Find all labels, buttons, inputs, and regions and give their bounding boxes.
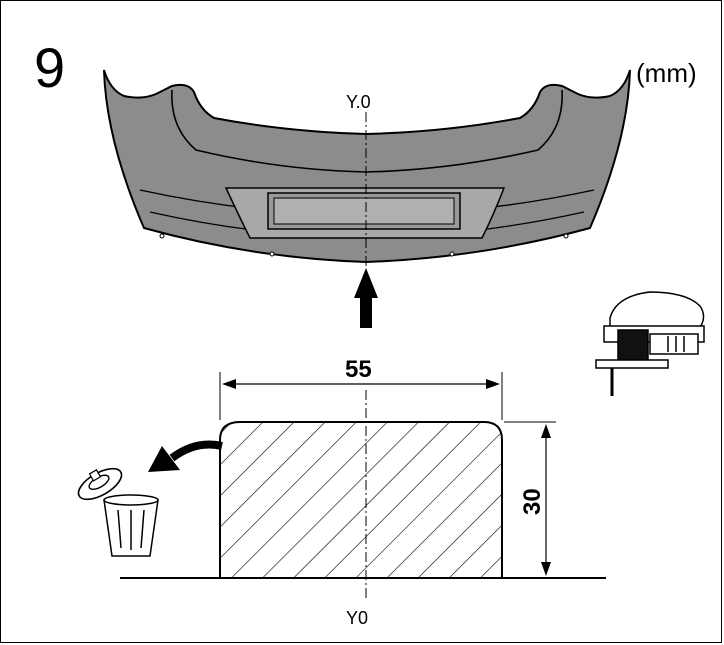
height-dimension-value: 30 [519, 488, 546, 515]
centerline-top-label: Y.0 [346, 92, 371, 112]
curved-arrow-icon [148, 440, 223, 472]
rear-bumper-illustration [103, 69, 631, 264]
cutout-section [219, 421, 503, 579]
height-dimension [504, 421, 556, 579]
jigsaw-icon [595, 291, 705, 396]
centerline-bottom-label: Y0 [346, 608, 368, 628]
width-dimension [219, 372, 503, 420]
arrow-up-icon [354, 268, 378, 328]
clip-icon [77, 467, 123, 501]
step-number: 9 [34, 36, 65, 99]
trash-bin-icon [103, 494, 159, 557]
width-dimension-value: 55 [345, 356, 372, 383]
units-label: (mm) [636, 58, 697, 88]
